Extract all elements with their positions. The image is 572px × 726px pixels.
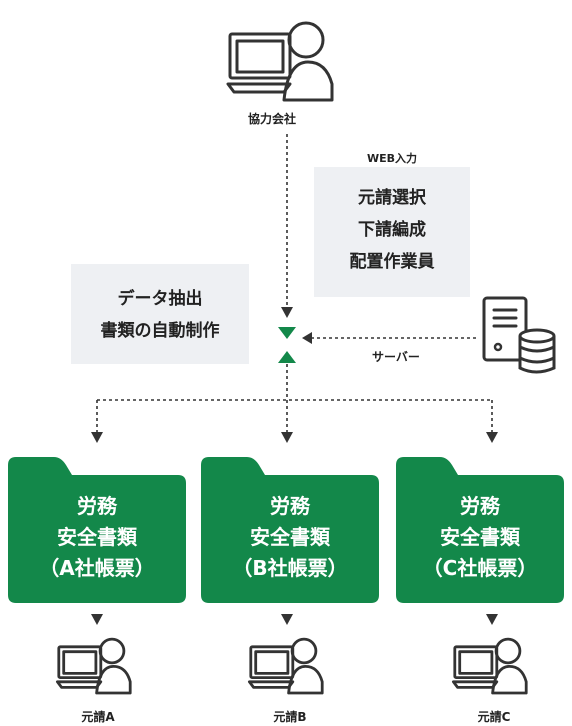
extract-line: 書類の自動制作 [100, 321, 220, 341]
recipient-a: 元請A [56, 632, 140, 726]
arrow-down-icon [281, 307, 293, 318]
arrow-down-icon [486, 432, 498, 443]
extract-line: データ抽出 [117, 289, 203, 309]
top-node: 協力会社 [226, 14, 346, 132]
arrow-down-icon [281, 432, 293, 443]
folder-line: （C社帳票） [422, 556, 538, 580]
recipient-label: 元請B [273, 710, 307, 724]
computer-user-icon [452, 637, 528, 695]
arrow-down-icon [281, 614, 293, 625]
folder-line: 安全書類 [250, 525, 330, 549]
merge-hourglass-icon [278, 327, 296, 363]
computer-user-icon [248, 637, 324, 695]
web-input-line: 元請選択 [358, 188, 426, 208]
recipient-label: 元請C [477, 710, 511, 724]
recipient-b: 元請B [248, 632, 332, 726]
folder-b: 労務 安全書類 （B社帳票） [199, 455, 381, 605]
top-node-label: 協力会社 [247, 112, 296, 126]
server-label: サーバー [372, 350, 420, 364]
computer-user-icon [226, 21, 334, 102]
folder-line: 労務 [460, 494, 500, 518]
extract-box: データ抽出 書類の自動制作 [71, 264, 249, 364]
arrow-down-icon [91, 614, 103, 625]
folder-icon [396, 457, 564, 603]
folder-line: 労務 [270, 494, 310, 518]
folder-icon [201, 457, 379, 603]
web-input-line: 配置作業員 [349, 252, 435, 272]
arrow-left-icon [302, 332, 312, 344]
folder-icon [8, 457, 186, 603]
folder-line: 安全書類 [57, 525, 137, 549]
recipient-c: 元請C [452, 632, 536, 726]
folder-line: 労務 [77, 494, 117, 518]
folder-line: （B社帳票） [232, 556, 348, 580]
arrow-down-icon [91, 432, 103, 443]
folder-line: 安全書類 [440, 525, 520, 549]
server-database-icon [482, 296, 556, 374]
arrow-down-icon [486, 614, 498, 625]
web-input-caption: WEB入力 [366, 152, 418, 165]
web-input-line: 下請編成 [358, 220, 426, 240]
web-input-box: 元請選択 下請編成 配置作業員 [314, 167, 470, 297]
computer-user-icon [56, 637, 132, 695]
folder-a: 労務 安全書類 （A社帳票） [6, 455, 188, 605]
recipient-label: 元請A [81, 710, 115, 724]
folder-line: （A社帳票） [39, 556, 155, 580]
server-node [478, 294, 562, 380]
folder-c: 労務 安全書類 （C社帳票） [394, 455, 566, 605]
